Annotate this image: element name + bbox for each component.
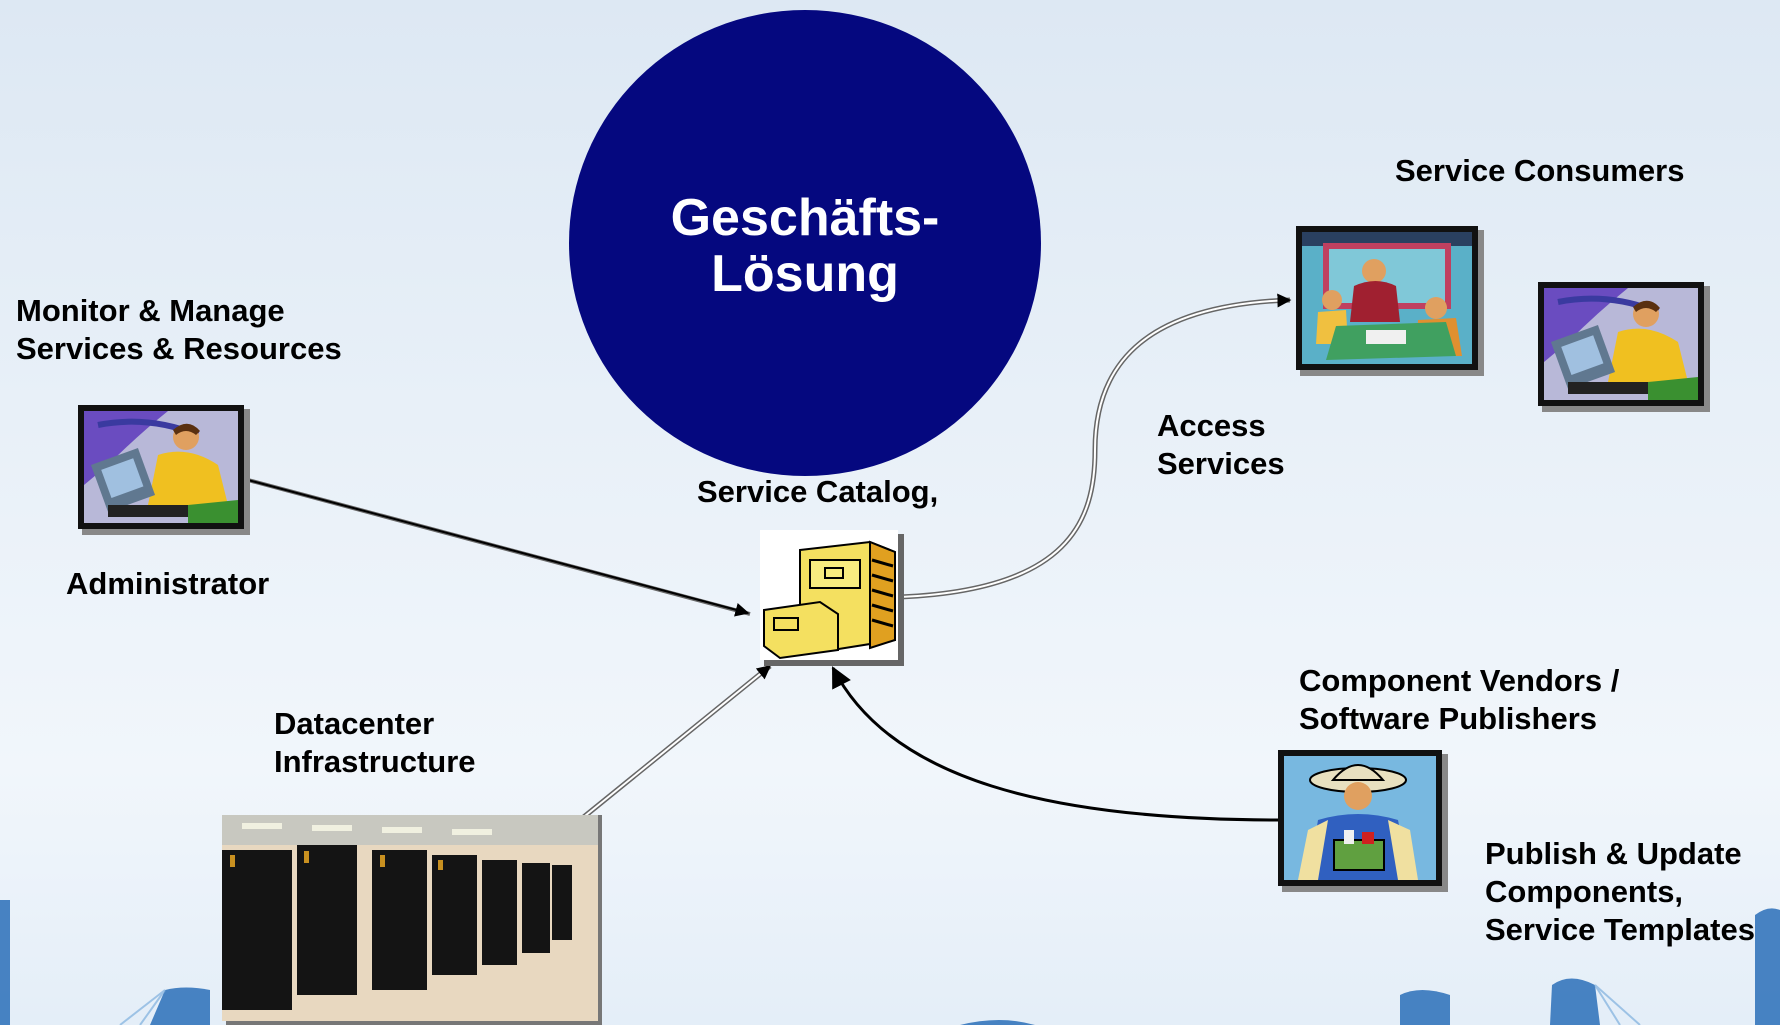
access-services-label: Access Services: [1157, 408, 1285, 481]
service-consumers-label: Service Consumers: [1395, 153, 1685, 188]
business-solution-circle: [569, 10, 1041, 476]
vendor-picture: [1278, 750, 1448, 892]
datacenter-label: Datacenter Infrastructure: [274, 706, 476, 779]
vendors-to-catalog-arrow: [831, 666, 1281, 822]
component-vendors-label: Component Vendors / Software Publishers: [1299, 663, 1620, 736]
administrator-label: Administrator: [66, 566, 270, 601]
business-solution-title: Geschäfts- Lösung: [670, 189, 940, 303]
meeting-picture: [1296, 226, 1484, 376]
service-catalog-cabinet-icon: [760, 530, 904, 666]
admin-role-label: Monitor & Manage Services & Resources: [16, 293, 342, 366]
administrator-picture: [78, 405, 250, 535]
publish-update-label: Publish & Update Components, Service Tem…: [1485, 836, 1755, 947]
consumer-picture: [1538, 282, 1710, 412]
service-catalog-label: Service Catalog,: [697, 474, 939, 509]
datacenter-photo: [222, 815, 602, 1025]
